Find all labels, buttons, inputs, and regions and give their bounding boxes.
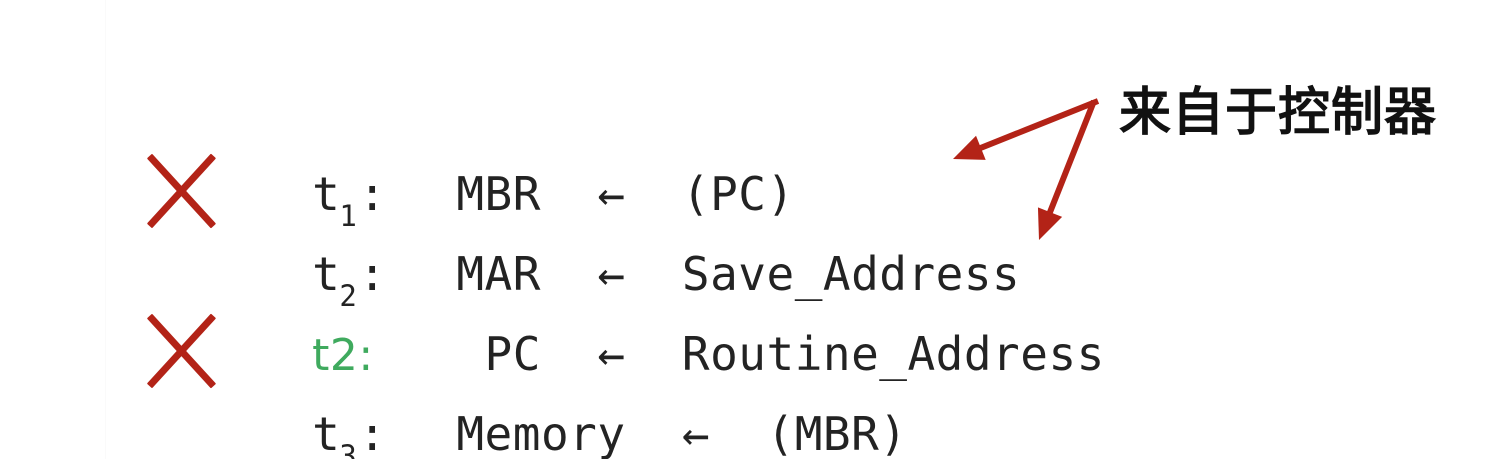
step-label-t2-annotation-text: t2 xyxy=(312,330,359,381)
step-label-t1-text: t xyxy=(312,167,341,221)
step-label-t3-subscript: 3 xyxy=(339,439,358,459)
code-line-t1: t1: MBR ← (PC) xyxy=(143,74,1123,233)
annotation-note-text: 来自于控制器 xyxy=(1119,83,1438,143)
step-label-t2-annotation-colon: : xyxy=(358,330,374,381)
step-label-t1: t1: xyxy=(312,154,428,250)
code-body-memory: Memory ← (MBR) xyxy=(428,407,908,459)
step-label-t2-subscript: 2 xyxy=(339,279,358,314)
step-label-t3-colon: : xyxy=(358,407,387,459)
code-body-t1: MBR ← (PC) xyxy=(428,167,795,221)
code-line-t2-replacement: t2: PC ← Routine_Address xyxy=(143,234,1123,381)
code-body-routine-address: PC ← Routine_Address xyxy=(428,327,1105,381)
step-label-t2-text: t xyxy=(312,247,341,301)
step-label-t2: t2: xyxy=(312,234,428,330)
step-label-t3-text: t xyxy=(312,407,341,459)
code-line-t3-struck: t3: Memory ← (MBR) xyxy=(143,314,1123,459)
slide-content-edge xyxy=(105,0,106,459)
micro-operation-list: t1: MBR ← (PC) t2: MAR ← Save_Address t2… xyxy=(143,74,1123,459)
code-body-save-address: MAR ← Save_Address xyxy=(428,247,1021,301)
step-label-t1-subscript: 1 xyxy=(339,199,358,234)
code-line-t2-struck: t2: MAR ← Save_Address xyxy=(143,154,1123,313)
step-label-t3: t3: xyxy=(312,394,428,459)
step-label-t2-colon: : xyxy=(358,247,387,301)
step-label-t1-colon: : xyxy=(358,167,387,221)
step-label-t2-annotation: t2: xyxy=(312,316,428,396)
